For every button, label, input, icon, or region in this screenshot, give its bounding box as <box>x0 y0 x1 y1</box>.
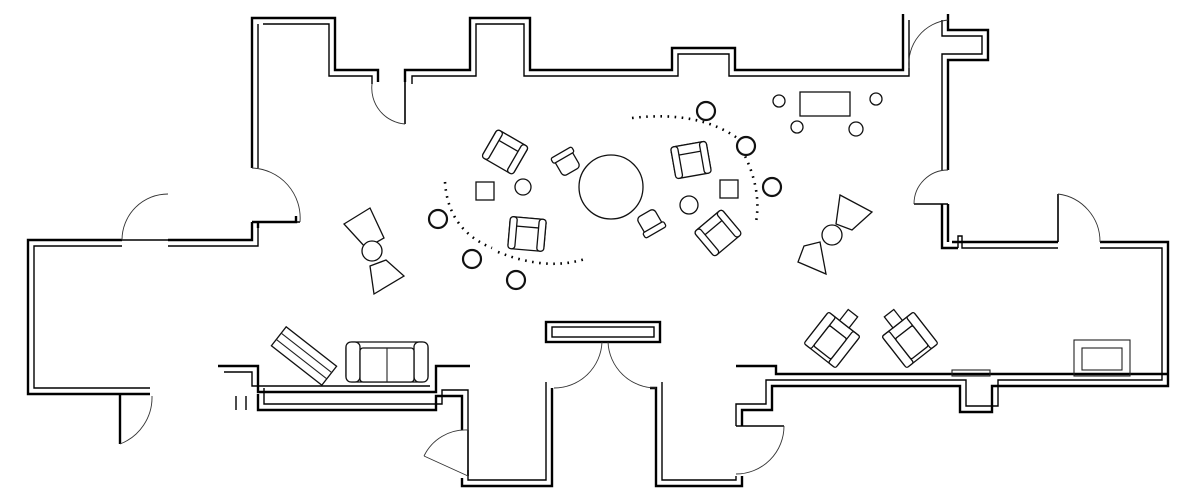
wing-chair-1 <box>804 308 860 368</box>
fan-table-east <box>821 224 843 246</box>
fan-chair-west-bottom <box>369 259 406 296</box>
fan-chair-east-bottom <box>797 241 827 276</box>
chair-pair-west <box>342 207 406 296</box>
bench <box>270 325 338 387</box>
meeting-chair-1 <box>772 94 786 108</box>
stool-small-2 <box>679 195 699 215</box>
door-east-2 <box>1057 193 1101 243</box>
stool-6 <box>761 176 783 198</box>
wing-chair-2 <box>882 308 938 368</box>
stool-4 <box>695 100 717 122</box>
dotted-rail-right-lower <box>740 149 759 223</box>
door-south-1 <box>423 429 469 477</box>
sofa-group <box>270 325 429 387</box>
central-counter <box>544 320 662 344</box>
rectangular-table <box>799 91 851 117</box>
fan-table-west <box>361 240 383 262</box>
central-seating <box>427 100 783 291</box>
lounge-chair-4 <box>694 209 742 257</box>
outer-wall-line <box>26 14 1170 488</box>
lounge-chair-2 <box>507 216 547 252</box>
table-chair-1 <box>550 146 580 176</box>
meeting-table-group <box>772 91 883 137</box>
door-south-2 <box>735 425 785 475</box>
stool-small-1 <box>514 178 532 196</box>
meeting-chair-4 <box>848 121 864 137</box>
dotted-rail-left-lower <box>497 250 589 266</box>
stool-3 <box>505 269 527 291</box>
side-table-1 <box>475 181 495 201</box>
east-wing-wall <box>940 204 958 250</box>
meeting-chair-2 <box>869 92 883 106</box>
lounge-chair-3 <box>670 140 712 180</box>
left-counter <box>218 364 470 394</box>
door-north-1 <box>371 82 406 125</box>
right-counter <box>736 364 1168 376</box>
sofa <box>345 341 429 383</box>
stool-1 <box>427 208 449 230</box>
inner-wall-line <box>33 20 1163 481</box>
round-table <box>578 154 644 220</box>
door-south-center-right <box>607 341 657 389</box>
right-counter-ledge <box>951 369 991 377</box>
side-table-2 <box>719 179 739 199</box>
dotted-rail-right-upper <box>631 115 741 142</box>
door-southwest <box>119 394 153 445</box>
table-chair-2 <box>637 209 667 239</box>
stool-2 <box>461 248 483 270</box>
door-east-1 <box>913 169 949 205</box>
dotted-rail-left-upper <box>443 181 493 250</box>
central-counter-inner <box>551 326 655 338</box>
right-counter-box <box>1073 339 1131 377</box>
interior-partitions <box>218 320 1168 410</box>
door-south-center-left <box>552 341 603 389</box>
right-counter-box-inner <box>1081 347 1123 371</box>
fan-chair-west-top <box>342 207 385 249</box>
doors <box>119 14 1101 477</box>
meeting-chair-3 <box>790 120 804 134</box>
door-northeast <box>902 14 949 69</box>
left-counter-inner <box>224 371 430 410</box>
exterior-walls <box>26 14 1170 488</box>
lounge-chair-1 <box>481 129 529 175</box>
fan-chair-east-top <box>835 193 874 231</box>
chair-pair-east <box>797 193 874 276</box>
stool-5 <box>735 135 757 157</box>
door-west-2 <box>121 193 169 241</box>
door-west-1 <box>251 167 301 223</box>
